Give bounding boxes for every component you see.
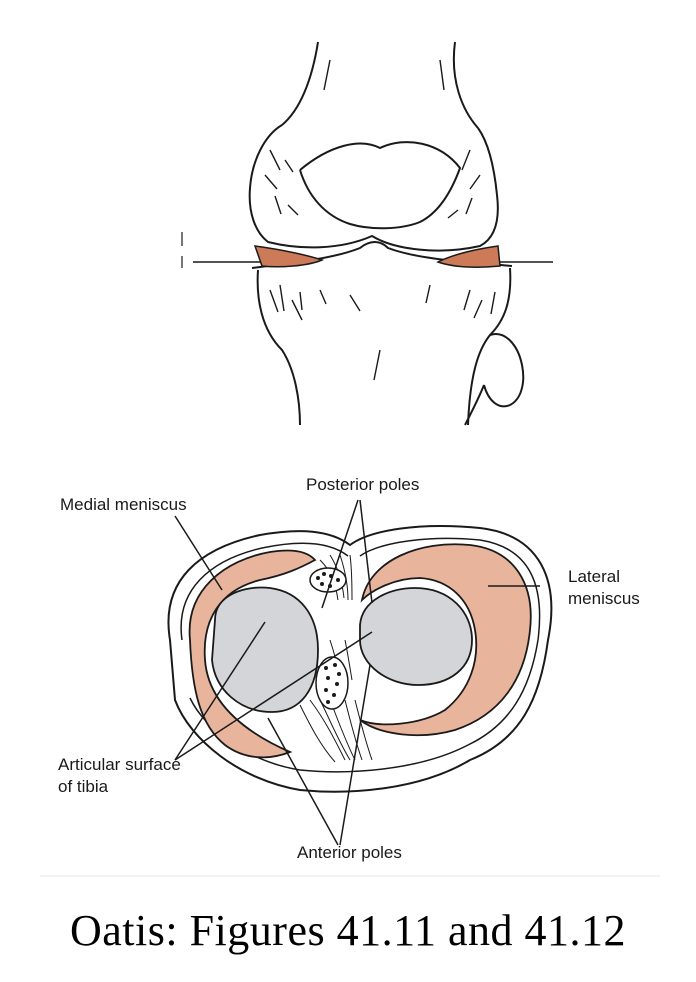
leader-articular-2 [174, 631, 373, 761]
label-lateral-line1: Lateral [568, 567, 620, 586]
lateral-meniscus-section [436, 245, 501, 268]
femur-condyles [248, 124, 499, 252]
femur-shading [264, 59, 481, 219]
label-articular-line1: Articular surface [58, 755, 181, 774]
leader-lines [174, 499, 540, 846]
label-anterior-poles: Anterior poles [297, 843, 402, 862]
label-posterior-poles: Posterior poles [306, 475, 419, 494]
label-articular-line2: of tibia [58, 777, 109, 796]
knee-anterior-view [248, 41, 525, 426]
leader-articular-1 [174, 621, 266, 761]
tibia-shading [269, 284, 496, 381]
figure-caption: Oatis: Figures 41.11 and 41.12 [70, 906, 626, 955]
tibial-plateau-superior-view: Medial meniscus Posterior poles Lateral … [58, 475, 640, 862]
tibia-inner-rim [180, 537, 541, 773]
lateral-articular-surface [359, 587, 473, 686]
leader-posterior-1 [321, 499, 359, 609]
label-medial-meniscus: Medial meniscus [60, 495, 187, 514]
medial-articular-surface [211, 586, 319, 713]
knee-meniscus-diagram: Medial meniscus Posterior poles Lateral … [40, 41, 660, 877]
anterior-insertion [315, 656, 349, 710]
anterior-insertion-dots [324, 663, 341, 704]
fibula [464, 333, 525, 426]
tibia-outline [256, 267, 512, 426]
leader-anterior-1 [267, 717, 339, 846]
leader-anterior-2 [339, 664, 371, 846]
leader-posterior-2 [359, 499, 373, 604]
patellar-groove [299, 141, 462, 230]
lateral-meniscus [359, 543, 532, 737]
femur-shaft [281, 41, 479, 129]
medial-meniscus-section [253, 245, 325, 268]
label-lateral-line2: meniscus [568, 589, 640, 608]
leader-medial-meniscus [174, 515, 223, 591]
